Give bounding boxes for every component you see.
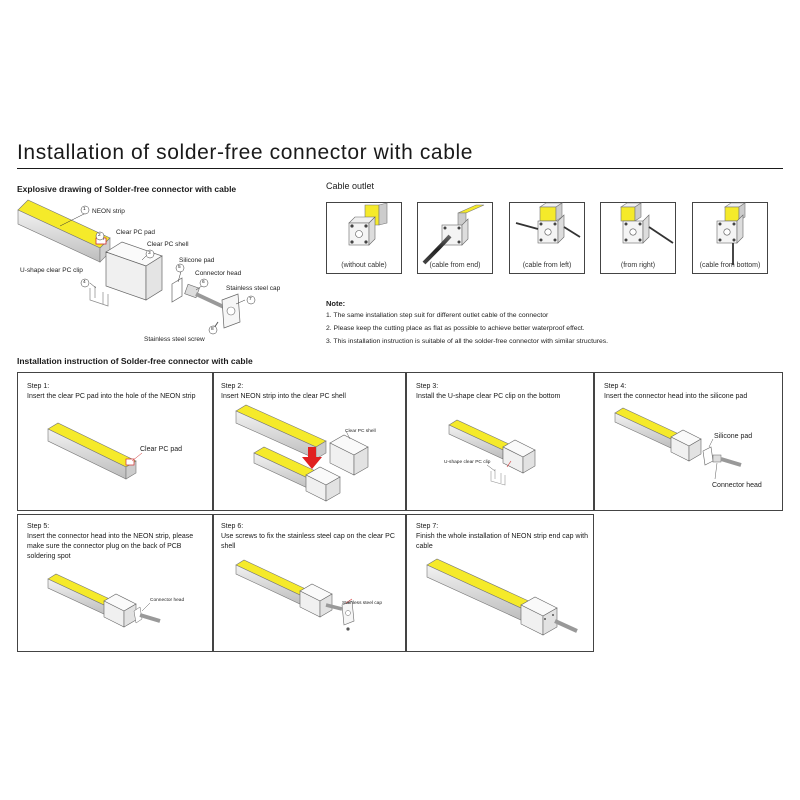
part-label-neon-strip: NEON strip	[92, 208, 125, 215]
step-5-title: Step 5:	[27, 523, 50, 530]
step-3-title: Step 3:	[416, 383, 439, 390]
step-5-callout: Connector head	[150, 598, 185, 603]
page-title: Installation of solder-free connector wi…	[17, 141, 474, 164]
cable-outlet-heading: Cable outlet	[326, 181, 375, 191]
outlet-caption-2: (cable from left)	[522, 262, 572, 269]
outlet-without-cable: (without cable)	[326, 202, 402, 274]
step-7-title: Step 7:	[416, 523, 439, 530]
step-1-callout: Clear PC pad	[140, 446, 183, 453]
instruction-heading: Installation instruction of Solder-free …	[17, 356, 253, 366]
outlet-cable-from-bottom: (cable from bottom)	[692, 202, 768, 274]
step-6-text: Step 6: Use screws to fix the stainless …	[221, 522, 401, 552]
part-num-2: 2	[98, 233, 101, 238]
part-label-clear-pc-shell: Clear PC shell	[147, 241, 189, 248]
step-4-body: Insert the connector head into the silic…	[604, 393, 748, 400]
part-label-connector-head: Connector head	[195, 270, 242, 277]
clear-pc-shell-shape	[105, 241, 163, 301]
step-1-title: Step 1:	[27, 383, 50, 390]
step-6-title: Step 6:	[221, 523, 244, 530]
outlet-caption-3: (from right)	[620, 262, 656, 269]
step-2-text: Step 2: Insert NEON strip into the clear…	[221, 382, 401, 402]
step-5-text: Step 5: Insert the connector head into t…	[27, 522, 209, 562]
step-1-text: Step 1: Insert the clear PC pad into the…	[27, 382, 207, 402]
step-3-body: Install the U-shape clear PC clip on the…	[416, 393, 561, 400]
connector-head-shape	[184, 283, 227, 310]
step-3-text: Step 3: Install the U-shape clear PC cli…	[416, 382, 591, 402]
outlet-cable-from-end: (cable from end)	[417, 202, 493, 274]
silicone-pad-shape	[171, 277, 183, 303]
explosive-heading: Explosive drawing of Solder-free connect…	[17, 184, 237, 194]
part-num-6: 6	[202, 280, 205, 285]
step-4-title: Step 4:	[604, 383, 627, 390]
step-2-title: Step 2:	[221, 383, 244, 390]
part-num-4: 4	[83, 280, 86, 285]
part-label-clear-pc-pad: Clear PC pad	[116, 229, 156, 236]
outlet-caption-0: (without cable)	[341, 262, 387, 269]
note-heading: Note:	[326, 299, 346, 308]
part-num-5: 5	[178, 265, 181, 270]
step-5-panel: Step 5: Insert the connector head into t…	[17, 514, 213, 652]
note-line-2: 2. Please keep the cutting place as flat…	[326, 325, 585, 332]
step-6-body: Use screws to fix the stainless steel ca…	[221, 533, 395, 550]
part-label-steel-screw: Stainless steel screw	[144, 336, 205, 343]
step-4-text: Step 4: Insert the connector head into t…	[604, 382, 779, 402]
step-4-callout-silicone: Silicone pad	[714, 433, 753, 440]
step-1-body: Insert the clear PC pad into the hole of…	[27, 393, 196, 400]
part-num-8: 8	[211, 327, 214, 332]
step-7-text: Step 7: Finish the whole installation of…	[416, 522, 591, 552]
part-label-u-clip: U-shape clear PC clip	[20, 267, 83, 274]
u-clip-shape	[89, 286, 109, 307]
step-6-callout: Stainless steel cap	[342, 601, 382, 606]
outlet-cable-from-left: (cable from left)	[509, 202, 585, 274]
part-label-steel-cap: Stainless steel cap	[226, 285, 281, 292]
part-num-1: 1	[83, 207, 86, 212]
title-divider	[17, 168, 783, 169]
step-4-panel: Step 4: Insert the connector head into t…	[594, 372, 783, 511]
step-7-body: Finish the whole installation of NEON st…	[416, 533, 588, 550]
note-line-1: 1. The same installation step suit for d…	[326, 312, 549, 319]
outlet-caption-1: (cable from end)	[429, 262, 481, 269]
step-3-panel: Step 3: Install the U-shape clear PC cli…	[406, 372, 594, 511]
step-2-callout: Clear PC shell	[345, 429, 376, 434]
step-5-body: Insert the connector head into the NEON …	[27, 533, 194, 560]
step-2-panel: Step 2: Insert NEON strip into the clear…	[213, 372, 406, 511]
note-line-3: 3. This installation instruction is suit…	[326, 338, 609, 345]
part-num-7: 7	[249, 297, 252, 302]
part-label-silicone-pad: Silicone pad	[179, 257, 215, 264]
step-3-callout: U-shape clear PC clip	[444, 460, 491, 465]
step-1-panel: Step 1: Insert the clear PC pad into the…	[17, 372, 213, 511]
part-num-3: 3	[148, 251, 151, 256]
step-4-callout-connector: Connector head	[712, 482, 762, 489]
step-2-body: Insert NEON strip into the clear PC shel…	[221, 393, 346, 400]
step-7-panel: Step 7: Finish the whole installation of…	[406, 514, 594, 652]
outlet-caption-4: (cable from bottom)	[699, 262, 761, 269]
outlet-from-right: (from right)	[600, 202, 676, 274]
step-6-panel: Step 6: Use screws to fix the stainless …	[213, 514, 406, 652]
